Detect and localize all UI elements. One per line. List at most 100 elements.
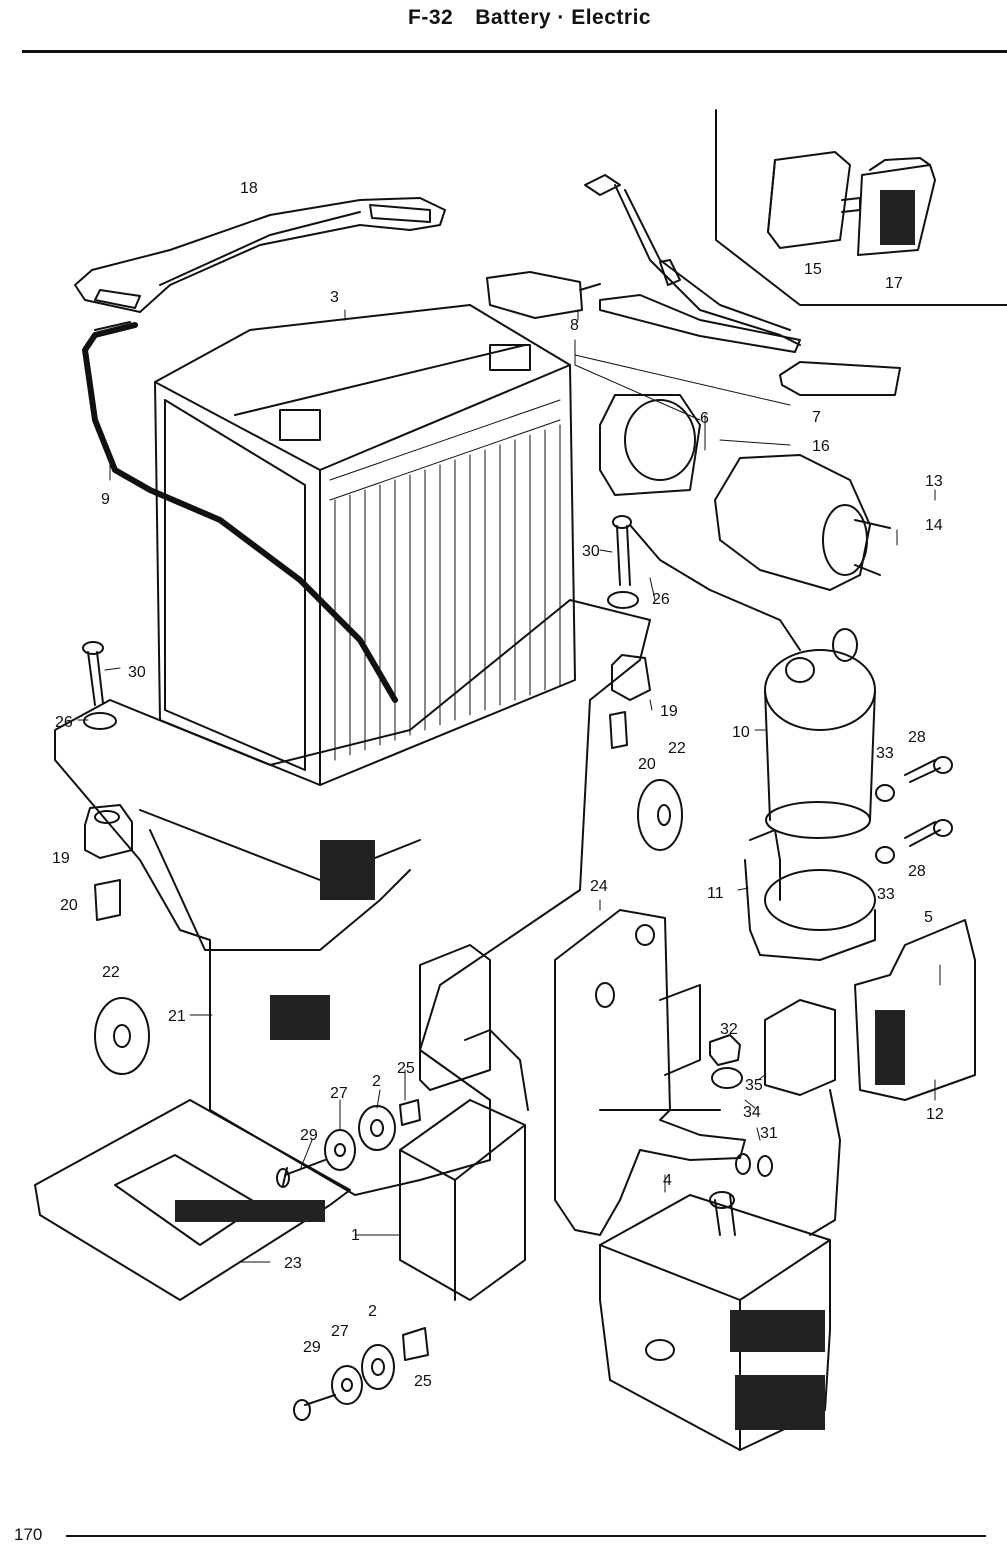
callout-19-right: 19 (660, 703, 678, 720)
callout-20-left: 20 (60, 897, 78, 914)
battery-cable-part-9 (82, 322, 398, 703)
callout-33-upper: 33 (876, 745, 894, 762)
washer-part-33-upper (875, 784, 895, 802)
callout-11: 11 (707, 885, 724, 902)
callout-9: 9 (101, 491, 110, 508)
callout-35: 35 (745, 1077, 763, 1094)
clamp-part-16 (599, 394, 701, 496)
header-rule (22, 50, 1007, 53)
callout-31: 31 (760, 1125, 778, 1142)
callout-4: 4 (663, 1172, 672, 1189)
nut-part-19-right (611, 654, 651, 701)
relay-part-15 (767, 151, 861, 249)
callout-26-left: 26 (55, 714, 73, 731)
callout-23: 23 (284, 1255, 302, 1272)
callout-34: 34 (743, 1104, 761, 1121)
washer-part-27-upper (324, 1129, 356, 1171)
collar-part-20-right (609, 711, 628, 749)
callout-16: 16 (812, 438, 830, 455)
callout-30-left: 30 (128, 664, 146, 681)
callout-8: 8 (570, 317, 579, 334)
callout-19-left: 19 (52, 850, 70, 867)
rectifier-part-1 (399, 1029, 529, 1301)
nut-part-31 (757, 1155, 773, 1177)
callout-24: 24 (590, 878, 608, 895)
footer-rule (66, 1535, 986, 1537)
bolt-part-30-right (612, 515, 632, 586)
washer-part-27-lower (331, 1365, 363, 1405)
page-number: 170 (14, 1525, 43, 1544)
connector-part-35 (764, 999, 841, 1236)
callout-7: 7 (812, 409, 821, 426)
bushing-part-2-upper (358, 1105, 396, 1151)
mounting-bracket-part-24 (554, 909, 746, 1236)
callout-3: 3 (330, 289, 339, 306)
callout-labels: 18 3 8 15 17 7 6 16 13 14 9 30 26 30 26 … (52, 180, 944, 1390)
coil-lead (629, 524, 801, 651)
callout-27-lower: 27 (331, 1323, 349, 1340)
cover-part-7 (779, 361, 901, 396)
callout-17: 17 (885, 275, 903, 292)
battery-tray-part-21 (54, 599, 651, 1196)
regulator-part-12 (854, 919, 976, 1101)
callout-25-upper: 25 (397, 1060, 415, 1077)
callout-12: 12 (926, 1106, 944, 1123)
washer-part-34-upper (711, 1067, 743, 1089)
bolt-part-29-lower (293, 1394, 336, 1421)
callout-22-left: 22 (102, 964, 120, 981)
callout-6: 6 (700, 410, 709, 427)
coil-bracket-part-11 (744, 829, 876, 961)
condenser-part-13 (714, 454, 891, 591)
bushing-part-2-lower (361, 1344, 395, 1390)
callout-2-upper: 2 (372, 1073, 381, 1090)
washer-part-33-lower (875, 846, 895, 864)
callout-10: 10 (732, 724, 750, 741)
tray-part-23 (34, 1099, 351, 1301)
callout-30-right: 30 (582, 543, 600, 560)
collar-part-25-upper (399, 1099, 421, 1126)
callout-33-lower: 33 (877, 886, 895, 903)
callout-29-lower: 29 (303, 1339, 321, 1356)
callout-28-upper: 28 (908, 729, 926, 746)
callout-25-lower: 25 (414, 1373, 432, 1390)
callout-22-right: 22 (668, 740, 686, 757)
screw-part-28-lower (904, 819, 953, 847)
washer-part-34-lower (735, 1153, 751, 1175)
section-title: Battery · Electric (475, 6, 652, 29)
callout-28-lower: 28 (908, 863, 926, 880)
bolt-part-29-upper (276, 1159, 326, 1188)
callout-15: 15 (804, 261, 822, 278)
flasher-relay-part-4 (599, 1191, 831, 1451)
ignition-coil-part-10 (764, 628, 876, 839)
inset-border (715, 109, 1007, 306)
washer-part-26-left (83, 712, 117, 730)
callout-13: 13 (925, 473, 943, 490)
wiring-harness (584, 174, 801, 353)
washer-part-26-right (607, 591, 639, 609)
collar-part-25-lower (402, 1327, 429, 1361)
connector-part-8 (486, 271, 601, 319)
callout-32: 32 (720, 1021, 738, 1038)
callout-27-upper: 27 (330, 1085, 348, 1102)
callout-2-lower: 2 (368, 1303, 377, 1320)
page-header: F-32 Battery · Electric (0, 0, 1007, 60)
battery-part-3 (154, 304, 576, 786)
callout-29-upper: 29 (300, 1127, 318, 1144)
callout-14: 14 (925, 517, 943, 534)
nut-part-19-left (84, 804, 133, 859)
bolt-part-30-left (82, 641, 104, 706)
callout-21: 21 (168, 1008, 186, 1025)
strap-part-18 (74, 197, 446, 313)
callout-26-right: 26 (652, 591, 670, 608)
callout-18: 18 (240, 180, 258, 197)
callout-20-right: 20 (638, 756, 656, 773)
section-code: F-32 (408, 6, 454, 29)
fuse-box-part-17 (857, 157, 936, 256)
callout-5: 5 (924, 909, 933, 926)
washer-part-22-left (94, 997, 150, 1075)
screw-part-28-upper (904, 756, 953, 783)
leader-lines (77, 309, 941, 1263)
callout-1: 1 (351, 1227, 360, 1244)
nut-part-32 (709, 1034, 741, 1066)
